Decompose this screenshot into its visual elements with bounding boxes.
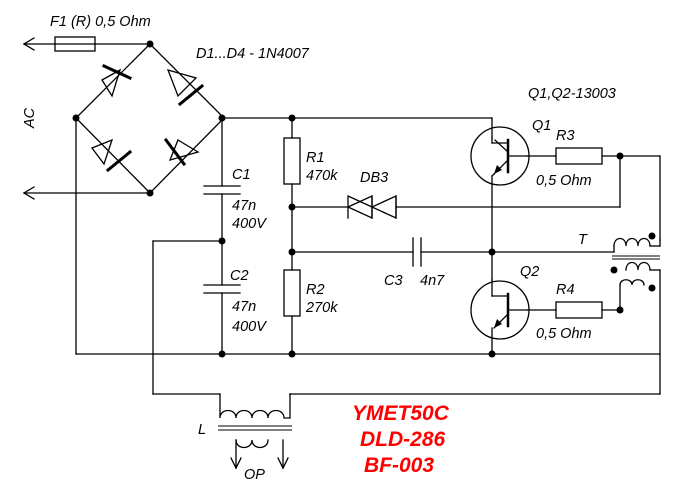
c3-label: C3 — [384, 273, 403, 289]
ac-input-top-lead — [22, 37, 151, 51]
inductor-l — [218, 393, 292, 470]
r3-value-label: 0,5 Ohm — [536, 173, 592, 189]
fuse-f1 — [54, 36, 96, 52]
ac-label: AC — [22, 107, 38, 129]
model-name-2: DLD-286 — [360, 428, 446, 451]
r1-value: 470k — [306, 168, 338, 184]
capacitor-c1 — [203, 185, 241, 195]
diode-d2 — [166, 69, 205, 107]
model-name-3: BF-003 — [364, 454, 434, 477]
transistor-q1 — [470, 126, 530, 186]
bridge-rectifier — [75, 43, 225, 194]
r1-label: R1 — [306, 150, 325, 166]
diodes-label: D1...D4 - 1N4007 — [196, 46, 310, 62]
c1-value-1: 47n — [232, 198, 256, 214]
model-name-1: YMET50C — [352, 402, 450, 425]
resistor-r1 — [283, 137, 301, 185]
fuse-label: F1 (R) 0,5 Ohm — [50, 14, 151, 30]
r2-label: R2 — [306, 282, 325, 298]
c3-value: 4n7 — [420, 273, 445, 289]
transistors-label: Q1,Q2-13003 — [528, 86, 616, 102]
c1-value-2: 400V — [232, 216, 267, 232]
diode-d4 — [163, 137, 200, 167]
diode-d1 — [101, 64, 132, 98]
diac-db3 — [346, 194, 397, 220]
r4-value-label: 0,5 Ohm — [536, 326, 592, 342]
transformer-t — [491, 232, 661, 395]
ac-input-bottom-lead — [22, 186, 151, 200]
transformer-label: T — [578, 232, 588, 248]
output-label: OP — [244, 467, 265, 483]
q1-label: Q1 — [532, 118, 551, 134]
c2-label: C2 — [230, 268, 249, 284]
junction-dots — [72, 40, 624, 358]
resistor-r4 — [555, 301, 603, 319]
q2-label: Q2 — [520, 264, 539, 280]
c2-value-1: 47n — [232, 299, 256, 315]
capacitor-c3 — [412, 237, 422, 267]
resistor-r2 — [283, 269, 301, 317]
capacitor-c2 — [203, 284, 241, 294]
diode-d3 — [90, 138, 133, 173]
c2-value-2: 400V — [232, 319, 267, 335]
c1-label: C1 — [232, 167, 251, 183]
resistor-r3 — [555, 147, 603, 165]
transistor-q2 — [470, 279, 530, 340]
inductor-label: L — [198, 422, 206, 438]
r4-label: R4 — [556, 282, 575, 298]
r2-value: 270k — [305, 300, 338, 316]
db3-label: DB3 — [360, 170, 388, 186]
r3-label: R3 — [556, 128, 575, 144]
